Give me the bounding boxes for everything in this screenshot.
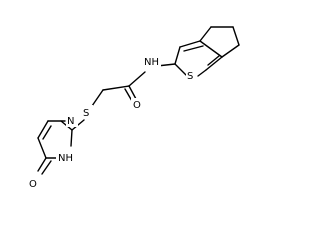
bond (183, 45, 204, 52)
bond (205, 56, 223, 71)
bond (179, 40, 201, 48)
bond (199, 26, 212, 42)
atoms: NH O S S N NH O (27, 55, 197, 190)
thioether-sulfur-label: S (83, 108, 89, 119)
bond (197, 69, 207, 77)
bond (221, 44, 240, 58)
bond (207, 55, 220, 66)
bond (124, 88, 133, 102)
bond (128, 71, 146, 87)
bond (232, 26, 240, 46)
bond (37, 137, 47, 159)
bond (42, 125, 52, 140)
bond (91, 89, 104, 107)
bond (37, 120, 49, 139)
bond (41, 160, 52, 175)
bond (102, 85, 130, 91)
ring-oxygen-label: O (29, 179, 37, 190)
bond (37, 157, 47, 172)
bond (174, 46, 181, 65)
amide-nitrogen-label: NH (144, 57, 159, 68)
ring-nh-label: NH (58, 153, 73, 164)
bond (70, 129, 73, 147)
bond (128, 85, 137, 100)
ring-nitrogen-label: N (67, 116, 74, 127)
bond (199, 40, 223, 58)
bond (174, 63, 187, 76)
carbonyl-oxygen-label: O (133, 100, 141, 111)
thiophene-sulfur-label: S (187, 71, 193, 82)
molecule-structure: NH O S S N NH O (27, 26, 240, 190)
bonds (37, 26, 240, 175)
